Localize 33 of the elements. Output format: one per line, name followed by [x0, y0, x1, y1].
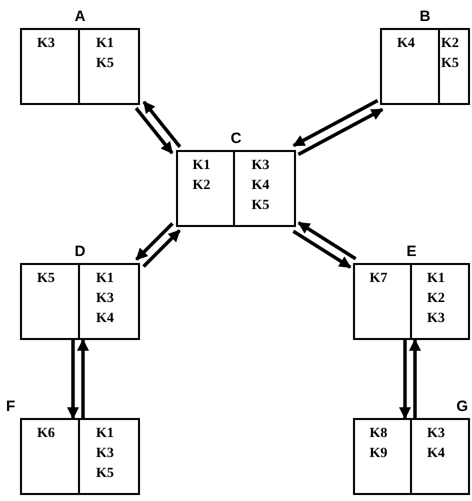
key-list: K5	[37, 269, 63, 338]
key-list: K1 K5	[96, 34, 122, 103]
key-list: K1 K2 K3	[427, 269, 453, 338]
node-heading: F	[6, 399, 16, 414]
key-list: K7	[370, 269, 396, 338]
key-list: K1 K2	[192, 156, 218, 225]
arrow	[77, 338, 89, 418]
node-heading: D	[74, 244, 86, 259]
arrow	[409, 338, 421, 418]
node-heading: B	[420, 9, 430, 24]
key-list: K3 K4 K5	[252, 156, 278, 225]
node-heading: G	[456, 399, 468, 414]
key-list: K8 K9	[370, 424, 396, 493]
key-list: K3	[37, 34, 63, 103]
node-heading: A	[74, 9, 86, 24]
key-list: K4	[397, 34, 423, 103]
key-list: K2 K5	[441, 34, 467, 103]
arrow	[399, 340, 411, 420]
arrow	[292, 230, 352, 269]
key-list: K3 K4	[427, 424, 453, 493]
arrow	[298, 221, 357, 260]
key-list: K1 K3 K4	[96, 269, 122, 338]
arrow	[298, 108, 384, 156]
arrow	[142, 100, 182, 148]
arrow	[134, 107, 174, 154]
node-heading: E	[406, 244, 416, 259]
arrow	[67, 340, 79, 420]
arrow	[142, 229, 181, 268]
key-list: K1 K3 K5	[96, 424, 122, 493]
node-heading: C	[230, 131, 242, 146]
arrow	[292, 99, 378, 148]
arrow	[135, 222, 174, 261]
key-list: K6	[37, 424, 63, 493]
